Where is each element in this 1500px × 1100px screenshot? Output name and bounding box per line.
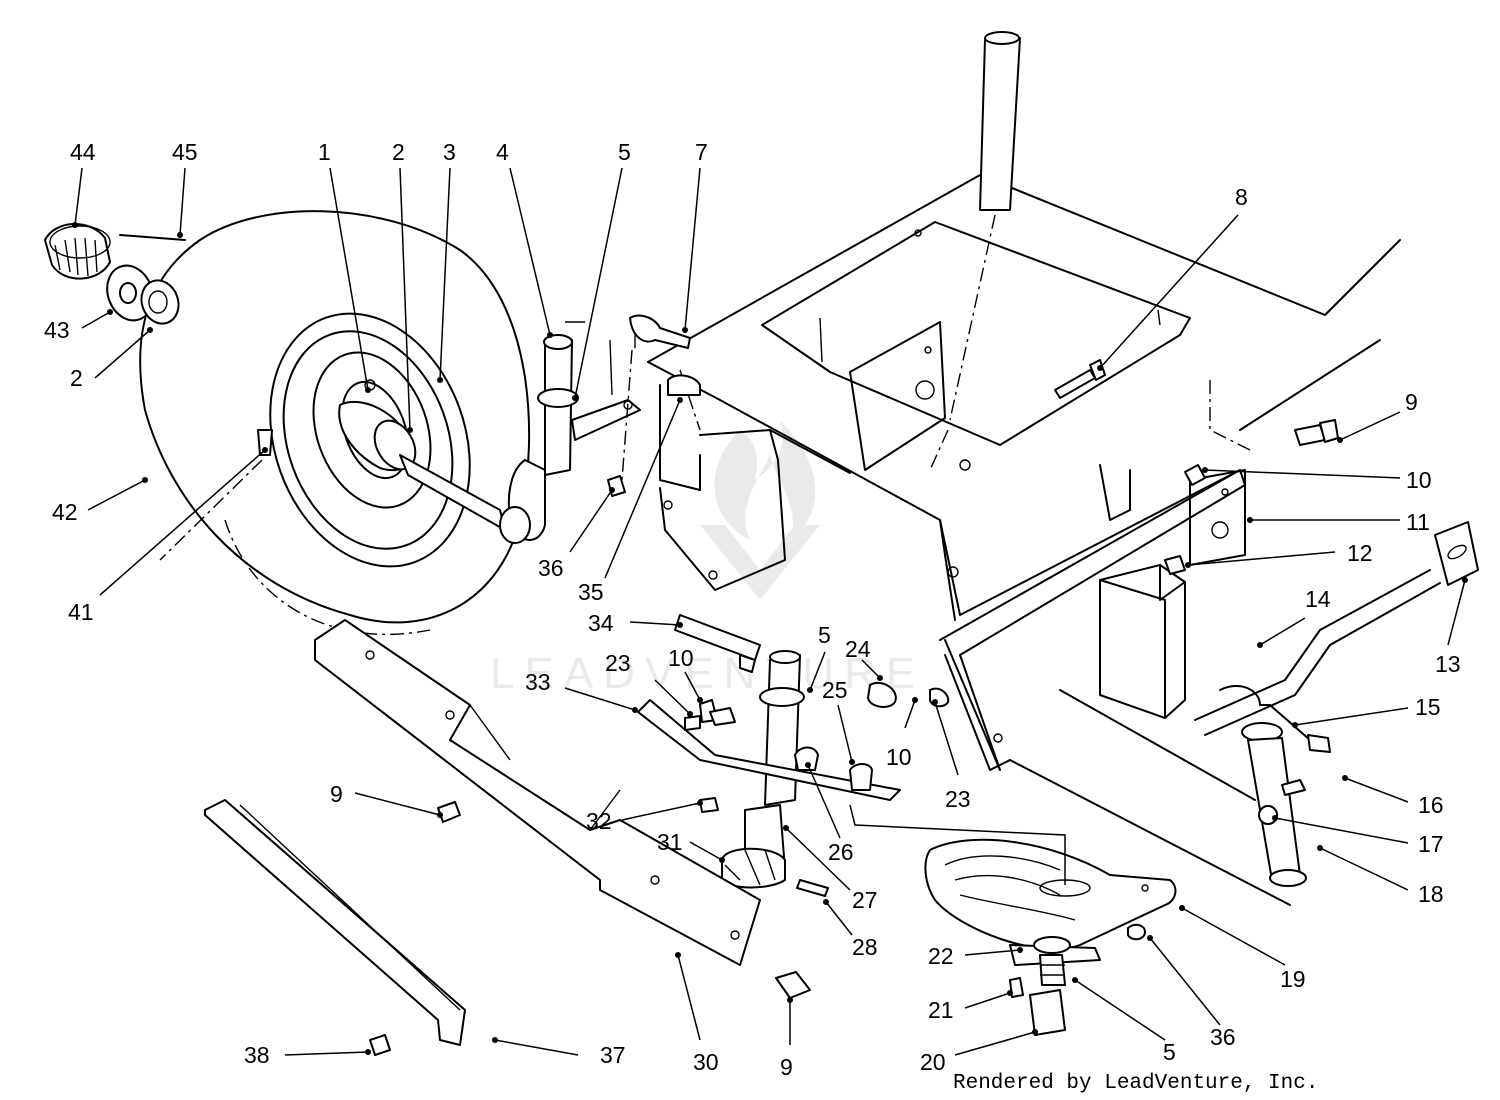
callout-1: 1 xyxy=(318,139,331,165)
callout-5: 5 xyxy=(618,139,631,165)
callout-43: 43 xyxy=(44,317,70,343)
callout-41: 41 xyxy=(68,599,94,625)
callout-19: 19 xyxy=(1280,966,1306,992)
callout-32: 32 xyxy=(586,808,612,834)
callout-44: 44 xyxy=(70,139,96,165)
callout-20: 20 xyxy=(920,1049,946,1075)
callout-14: 14 xyxy=(1305,586,1331,612)
callout-23-right: 23 xyxy=(945,786,971,812)
callout-37: 37 xyxy=(600,1042,626,1068)
callout-17: 17 xyxy=(1418,831,1444,857)
callout-27: 27 xyxy=(852,887,878,913)
right-spindle xyxy=(1219,685,1331,887)
callout-2-left: 2 xyxy=(70,365,83,391)
callout-34: 34 xyxy=(588,610,614,636)
callout-45: 45 xyxy=(172,139,198,165)
spindle xyxy=(499,321,641,544)
callout-labels: 44 45 1 2 3 4 5 7 8 43 2 9 10 42 11 12 3… xyxy=(44,139,1461,1080)
callout-36-lower: 36 xyxy=(1210,1024,1236,1050)
callout-26: 26 xyxy=(828,839,854,865)
callout-23-left: 23 xyxy=(605,650,631,676)
callout-36-upper: 36 xyxy=(538,555,564,581)
callout-42: 42 xyxy=(52,499,78,525)
callout-16: 16 xyxy=(1418,792,1444,818)
callout-38: 38 xyxy=(244,1042,270,1068)
drag-link xyxy=(1194,521,1479,736)
frame-chassis xyxy=(647,31,1401,906)
callout-8: 8 xyxy=(1235,184,1248,210)
callout-11: 11 xyxy=(1406,509,1430,535)
callout-33: 33 xyxy=(525,669,551,695)
callout-leaders xyxy=(72,167,1468,1056)
callout-35: 35 xyxy=(578,579,604,605)
callout-4: 4 xyxy=(496,139,509,165)
callout-18: 18 xyxy=(1418,881,1444,907)
credit-text: Rendered by LeadVenture, Inc. xyxy=(953,1072,1318,1095)
callout-21: 21 xyxy=(928,997,954,1023)
callout-12: 12 xyxy=(1347,540,1373,566)
callout-30: 30 xyxy=(693,1049,719,1075)
wheel-assembly xyxy=(139,210,531,635)
callout-10-lower: 10 xyxy=(886,744,912,770)
callout-25: 25 xyxy=(822,677,848,703)
callout-9-bottom: 9 xyxy=(780,1054,793,1080)
callout-24: 24 xyxy=(845,636,871,662)
callout-13: 13 xyxy=(1435,651,1461,677)
callout-22: 22 xyxy=(928,943,954,969)
watermark: LEADVENTURE xyxy=(490,420,925,698)
watermark-text: LEADVENTURE xyxy=(490,649,925,698)
callout-31: 31 xyxy=(657,829,683,855)
callout-5-lower: 5 xyxy=(1163,1039,1176,1065)
callout-9-right: 9 xyxy=(1405,389,1418,415)
callout-28: 28 xyxy=(852,934,878,960)
front-axle xyxy=(204,619,811,1056)
callout-2: 2 xyxy=(392,139,405,165)
callout-9-left: 9 xyxy=(330,781,343,807)
callout-10-center: 10 xyxy=(668,645,694,671)
callout-5-center: 5 xyxy=(818,622,831,648)
callout-7: 7 xyxy=(695,139,708,165)
callout-10-right: 10 xyxy=(1406,467,1432,493)
callout-3: 3 xyxy=(443,139,456,165)
sector-gear xyxy=(924,838,1177,1036)
hub-cap-parts xyxy=(44,223,186,325)
steering-pinion xyxy=(637,614,950,897)
callout-15: 15 xyxy=(1415,694,1441,720)
tie-rod-end xyxy=(607,314,701,497)
